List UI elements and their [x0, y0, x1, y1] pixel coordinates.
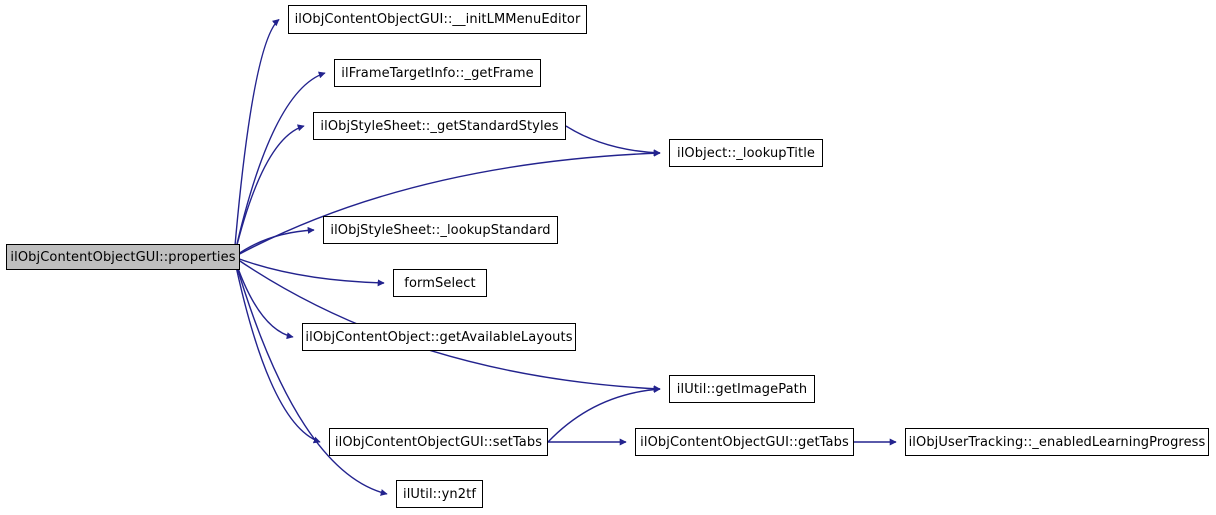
- graph-edge-properties-to-getAvailableLayouts: [233, 256, 294, 340]
- graph-node-label: ilObjContentObject::getAvailableLayouts: [305, 329, 573, 345]
- graph-node-label: ilFrameTargetInfo::_getFrame: [341, 65, 534, 81]
- graph-node-getTabs[interactable]: ilObjContentObjectGUI::getTabs: [635, 428, 854, 456]
- graph-edge-properties-to-getStandardStyles: [233, 124, 305, 258]
- graph-node-label: ilUtil::getImagePath: [676, 381, 808, 397]
- graph-node-label: ilObjContentObjectGUI::getTabs: [640, 434, 849, 450]
- graph-node-label: ilObjContentObjectGUI::properties: [10, 249, 236, 265]
- graph-node-getFrame[interactable]: ilFrameTargetInfo::_getFrame: [334, 59, 541, 87]
- graph-edge-properties-to-initLMMenuEditor: [233, 18, 280, 258]
- graph-node-label: ilObjUserTracking::_enabledLearningProgr…: [908, 434, 1206, 450]
- graph-edge-properties-to-getFrame: [233, 71, 326, 258]
- graph-edge-properties-to-yn2tf: [233, 256, 388, 496]
- graph-node-label: ilObjStyleSheet::_getStandardStyles: [320, 118, 559, 134]
- graph-node-label: ilUtil::yn2tf: [403, 486, 476, 502]
- graph-node-getStandardStyles[interactable]: ilObjStyleSheet::_getStandardStyles: [313, 112, 566, 140]
- graph-node-lookupStandard[interactable]: ilObjStyleSheet::_lookupStandard: [323, 216, 558, 244]
- graph-node-yn2tf[interactable]: ilUtil::yn2tf: [396, 480, 483, 508]
- graph-node-enabledLearningProgress[interactable]: ilObjUserTracking::_enabledLearningProgr…: [905, 428, 1209, 456]
- graph-node-label: ilObject::_lookupTitle: [676, 145, 816, 161]
- graph-node-setTabs[interactable]: ilObjContentObjectGUI::setTabs: [329, 428, 548, 456]
- graph-edge-properties-to-formSelect: [233, 256, 385, 287]
- graph-node-getImagePath[interactable]: ilUtil::getImagePath: [669, 375, 815, 403]
- graph-edge-getStandardStyles-to-lookupTitle: [565, 125, 661, 157]
- graph-node-getAvailableLayouts[interactable]: ilObjContentObject::getAvailableLayouts: [302, 323, 576, 351]
- graph-edge-properties-to-lookupStandard: [233, 226, 315, 258]
- graph-node-lookupTitle[interactable]: ilObject::_lookupTitle: [669, 139, 823, 167]
- graph-node-label: ilObjContentObjectGUI::__initLMMenuEdito…: [294, 12, 581, 27]
- graph-node-properties[interactable]: ilObjContentObjectGUI::properties: [6, 244, 240, 270]
- graph-node-label: ilObjContentObjectGUI::setTabs: [334, 434, 543, 450]
- graph-node-formSelect[interactable]: formSelect: [393, 269, 487, 297]
- graph-node-initLMMenuEditor[interactable]: ilObjContentObjectGUI::__initLMMenuEdito…: [288, 5, 587, 34]
- graph-node-label: ilObjStyleSheet::_lookupStandard: [330, 222, 551, 238]
- graph-node-label: formSelect: [404, 275, 476, 291]
